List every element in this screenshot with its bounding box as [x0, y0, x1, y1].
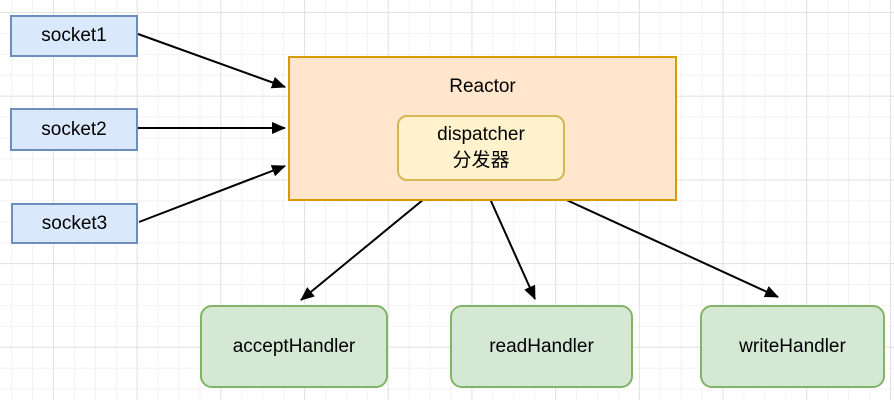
node-reactor-label: Reactor	[449, 76, 516, 97]
node-dispatcher: dispatcher 分发器	[397, 115, 565, 181]
node-dispatcher-label-en: dispatcher	[437, 124, 525, 146]
node-readhandler: readHandler	[450, 305, 633, 388]
node-readhandler-label: readHandler	[489, 335, 594, 357]
node-socket2: socket2	[10, 108, 138, 151]
node-socket1-label: socket1	[41, 25, 107, 46]
node-writehandler-label: writeHandler	[739, 335, 846, 357]
node-socket3-label: socket3	[41, 212, 108, 234]
node-accepthandler-label: acceptHandler	[232, 335, 356, 357]
node-socket1: socket1	[10, 15, 138, 57]
node-dispatcher-label-zh: 分发器	[452, 150, 510, 171]
node-accepthandler: acceptHandler	[200, 305, 388, 388]
arrow-socket3-to-reactor	[138, 165, 286, 223]
node-socket3: socket3	[11, 203, 138, 244]
node-writehandler: writeHandler	[700, 305, 885, 388]
arrow-socket1-to-reactor	[137, 33, 286, 89]
node-socket2-label: socket2	[41, 118, 107, 140]
node-reactor: Reactor dispatcher 分发器	[288, 56, 677, 201]
